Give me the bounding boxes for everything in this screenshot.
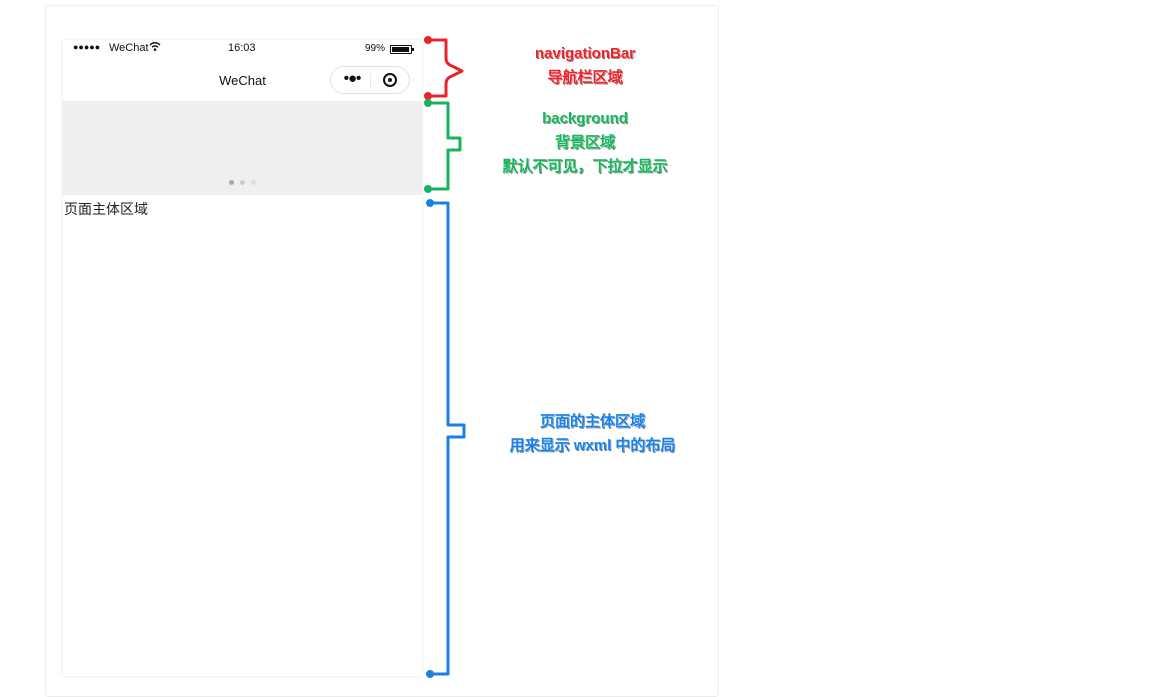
background-annotation-desc: 背景区域 [554,134,615,151]
background-bracket-dot [424,99,432,107]
status-bar: ●●●●● WeChat 16:03 99% [63,40,422,60]
navigation-bracket-dot [424,36,432,44]
more-icon[interactable]: •●• [343,70,362,87]
status-time: 16:03 [228,42,256,54]
background-annotation-title: background [542,110,628,127]
loading-indicator [229,172,262,190]
carrier-name: WeChat [109,42,149,54]
record-icon[interactable] [383,73,397,87]
background-bracket [428,101,462,191]
main-bracket-dot [426,670,434,678]
background-annotation-note: 默认不可见，下拉才显示 [502,158,668,175]
main-content-label: 页面主体区域 [64,201,148,217]
main-annotation-title: 页面的主体区域 [539,413,645,430]
page-title: WeChat [219,73,266,88]
navigation-annotation-desc: 导航栏区域 [547,69,623,86]
signal-strength: ●●●●● [73,42,101,52]
main-annotation-desc: 用来显示 wxml 中的布局 [509,437,676,454]
main-bracket [430,201,466,676]
navigation-annotation-title: navigationBar [534,45,636,62]
capsule-menu[interactable]: •●• [330,66,410,94]
background-annotation: background 背景区域 默认不可见，下拉才显示 [480,107,690,179]
main-bracket-dot [426,199,434,207]
main-annotation: 页面的主体区域 用来显示 wxml 中的布局 [480,410,705,458]
battery-percent: 99% [365,43,386,54]
indicator-dot [240,180,245,185]
capsule-divider [370,73,371,88]
indicator-dot [251,180,256,185]
navigation-bar: WeChat •●• [63,60,422,100]
background-region [63,101,422,195]
bracket-annotations [424,36,466,678]
main-content-region: 页面主体区域 [63,196,422,674]
navigation-bracket-dot [424,92,432,100]
navigation-annotation: navigationBar 导航栏区域 [500,42,670,90]
phone-mockup: ●●●●● WeChat 16:03 99% WeChat •●• 页面主体区域 [63,40,422,676]
background-bracket-dot [424,185,432,193]
navigation-bracket [428,38,464,98]
indicator-dot [229,180,234,185]
wifi-icon [149,41,161,55]
battery-icon [390,45,414,54]
